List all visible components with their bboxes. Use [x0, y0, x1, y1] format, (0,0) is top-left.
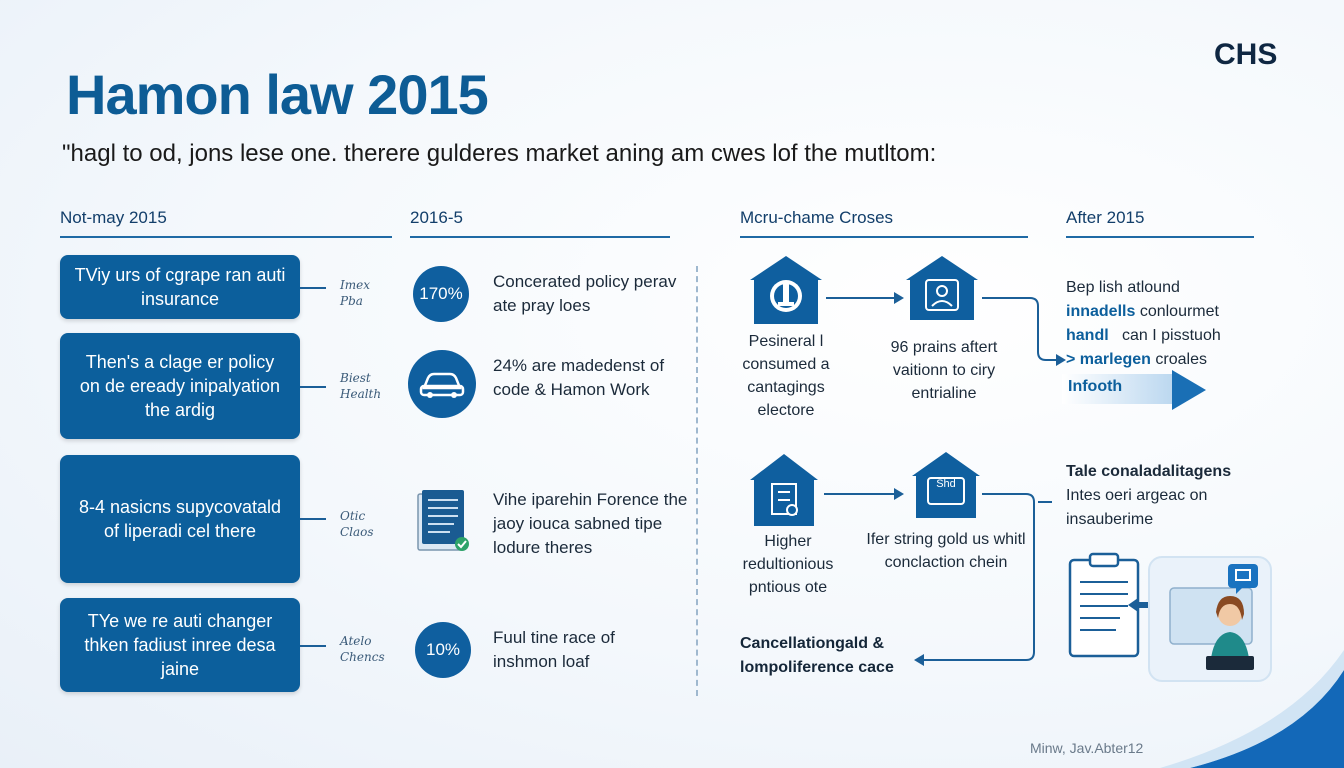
after-block-2-line1: Intes oeri argeac on — [1066, 487, 1208, 504]
flow-label-bottom-right: Ifer string gold us whitl conclaction ch… — [866, 531, 1026, 571]
column-header-2016: 2016-5 — [410, 208, 670, 238]
stat-text-4: Fuul tine race of inshmon loaf — [493, 628, 615, 671]
house-doc-icon — [750, 454, 818, 526]
arrow-right-icon — [1172, 370, 1206, 410]
stat-text-1: Concerated policy perav ate pray loes — [493, 272, 677, 315]
after-block-1: Bep lish atlound innadells conlourmet ha… — [1066, 276, 1266, 372]
after-block-2-line2: insauberime — [1066, 511, 1154, 528]
box-tag-3: Otic Claos — [340, 509, 374, 539]
after-line-4a: > marlegen — [1066, 351, 1151, 368]
flow-label-bottom-left: Higher redultionious pntious ote — [742, 533, 834, 596]
box-tag-1: Imex Pba — [340, 278, 370, 308]
house-tool-icon — [750, 256, 822, 324]
box-tag-4: Atelo Chencs — [340, 634, 385, 664]
after-line-2a: innadells — [1066, 303, 1136, 320]
flow-label-top-right: 96 prains aftert vaitionn to ciry entria… — [890, 339, 998, 402]
house-person-icon — [906, 256, 978, 320]
after-line-3b: can I pisstuoh — [1122, 327, 1221, 344]
flow-diagram — [750, 256, 1066, 666]
after-block-2: Tale conaladalitagens Intes oeri argeac … — [1066, 460, 1276, 532]
stat-text-2: 24% are madedenst of code & Hamon Work — [493, 356, 665, 399]
after-line-3a: handl — [1066, 327, 1109, 344]
after-highlight-bar — [1062, 374, 1172, 404]
before-box-2: Then's a clage er policy on de eready in… — [60, 333, 300, 439]
document-icon — [414, 488, 472, 558]
column-header-before: Not-may 2015 — [60, 208, 392, 238]
agent-illustration — [1148, 556, 1272, 682]
column-header-changes: Mcru-chame Croses — [740, 208, 1028, 238]
connector-line — [300, 287, 326, 289]
box-tag-2: Biest Health — [340, 371, 382, 401]
decorative-swoosh — [1150, 630, 1344, 768]
section-divider — [696, 266, 698, 696]
brand-logo: CHS — [1214, 38, 1278, 71]
before-box-3: 8-4 nasicns supycovatald of liperadi cel… — [60, 455, 300, 583]
footer-credit: Minw, Jav.Abter12 — [1030, 740, 1144, 756]
after-line-2b: conlourmet — [1139, 303, 1219, 320]
house-badge-icon — [912, 452, 980, 518]
flow-bottom-caption: Cancellationgald & lompoliference cace — [740, 635, 894, 676]
flow-label-top-left: Pesineral l consumed a cantagings electo… — [742, 333, 830, 419]
stat-text-3: Vihe iparehin Forence the jaoy iouca sab… — [493, 490, 688, 557]
house-badge-label: Shd — [936, 478, 956, 490]
arrow-left-icon — [1128, 598, 1152, 612]
connector-line — [300, 645, 326, 647]
before-box-1: TViy urs of cgrape ran auti insurance — [60, 255, 300, 319]
car-icon — [408, 350, 476, 418]
before-box-4: TYe we re auti changer thken fadiust inr… — [60, 598, 300, 692]
after-block-2-title: Tale conaladalitagens — [1066, 463, 1232, 480]
after-line-4b: croales — [1155, 351, 1207, 368]
after-line-5: Infooth — [1068, 378, 1123, 395]
subtitle: "hagl to od, jons lese one. therere guld… — [62, 140, 937, 167]
column-header-after: After 2015 — [1066, 208, 1254, 238]
stat-badge-4: 10% — [415, 622, 471, 678]
connector-line — [300, 386, 326, 388]
page-title: Hamon law 2015 — [66, 63, 489, 126]
stat-badge-1: 170% — [413, 266, 469, 322]
connector-line — [300, 518, 326, 520]
after-line-1: Bep lish atlound — [1066, 279, 1180, 296]
